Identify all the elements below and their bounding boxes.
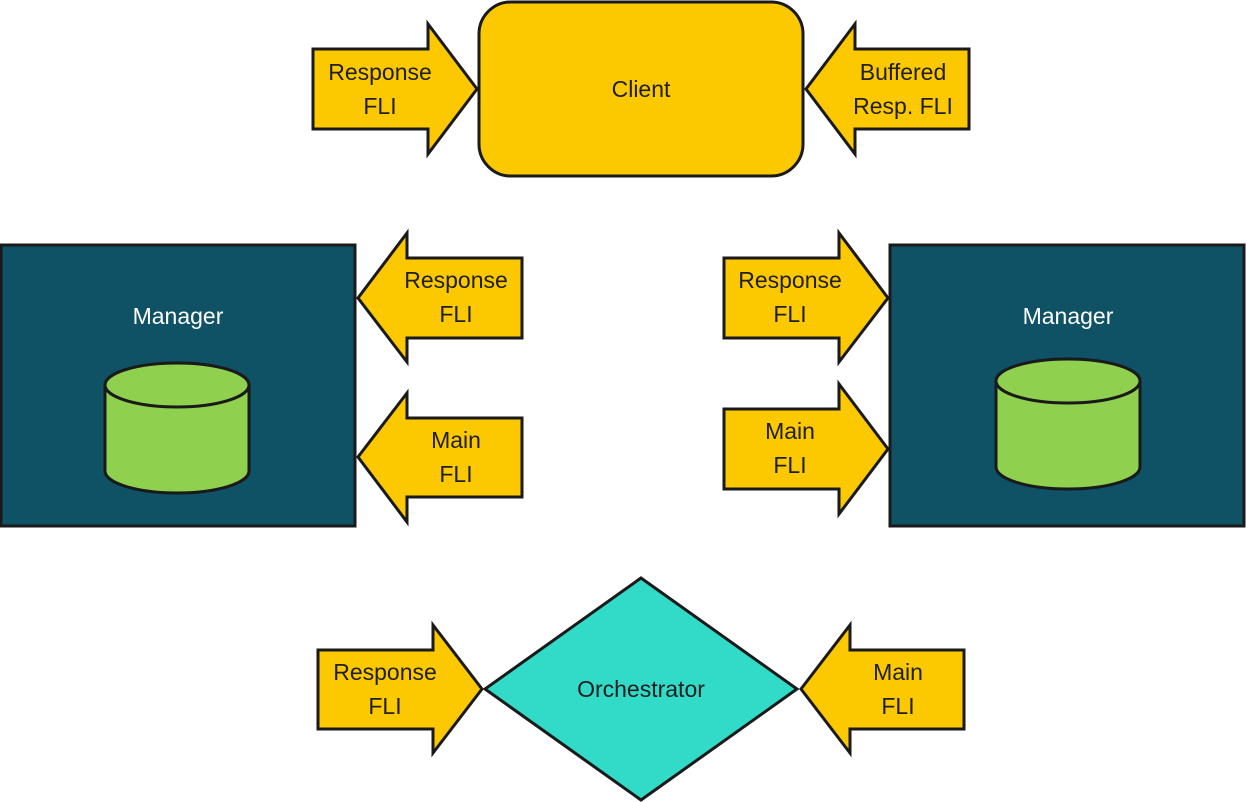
- manager-right-main-line1: Main: [765, 418, 815, 444]
- manager-right-response-line2: FLI: [773, 301, 806, 327]
- database-icon: [994, 357, 1142, 491]
- client-response-fli-line2: FLI: [363, 93, 396, 119]
- database-icon: [103, 361, 251, 495]
- manager-right-label: Manager: [1023, 303, 1114, 329]
- client-buffered-fli-line1: Buffered: [860, 59, 947, 85]
- manager-left-main-fli-arrow: Main FLI: [356, 388, 524, 527]
- manager-right-main-line2: FLI: [773, 452, 806, 478]
- orchestrator-label: Orchestrator: [577, 676, 705, 702]
- manager-left-node: Manager: [0, 243, 357, 528]
- orchestrator-response-line1: Response: [333, 659, 437, 685]
- manager-right-response-fli-arrow: Response FLI: [722, 228, 890, 367]
- manager-left-main-line1: Main: [431, 427, 481, 453]
- client-box: [477, 0, 805, 178]
- manager-left-label: Manager: [133, 303, 224, 329]
- orchestrator-response-line2: FLI: [368, 693, 401, 719]
- client-label: Client: [612, 76, 671, 102]
- manager-right-response-line1: Response: [738, 267, 842, 293]
- manager-left-main-line2: FLI: [439, 461, 472, 487]
- manager-right-node: Manager: [888, 243, 1246, 528]
- manager-left-response-fli-arrow: Response FLI: [356, 228, 524, 367]
- orchestrator-response-fli-arrow: Response FLI: [316, 620, 484, 758]
- orchestrator-main-line1: Main: [873, 659, 923, 685]
- manager-right-main-fli-arrow: Main FLI: [722, 379, 890, 519]
- orchestrator-main-fli-arrow: Main FLI: [799, 620, 966, 758]
- manager-left-response-line1: Response: [404, 267, 508, 293]
- orchestrator-node: Orchestrator: [482, 576, 800, 802]
- client-response-fli-arrow: Response FLI: [311, 19, 479, 159]
- client-node: Client: [477, 0, 805, 178]
- client-buffered-fli-line2: Resp. FLI: [853, 93, 953, 119]
- orchestrator-diamond: [482, 576, 800, 802]
- orchestrator-main-line2: FLI: [881, 693, 914, 719]
- client-response-fli-line1: Response: [328, 59, 432, 85]
- manager-left-response-line2: FLI: [439, 301, 472, 327]
- client-buffered-resp-fli-arrow: Buffered Resp. FLI: [804, 19, 971, 159]
